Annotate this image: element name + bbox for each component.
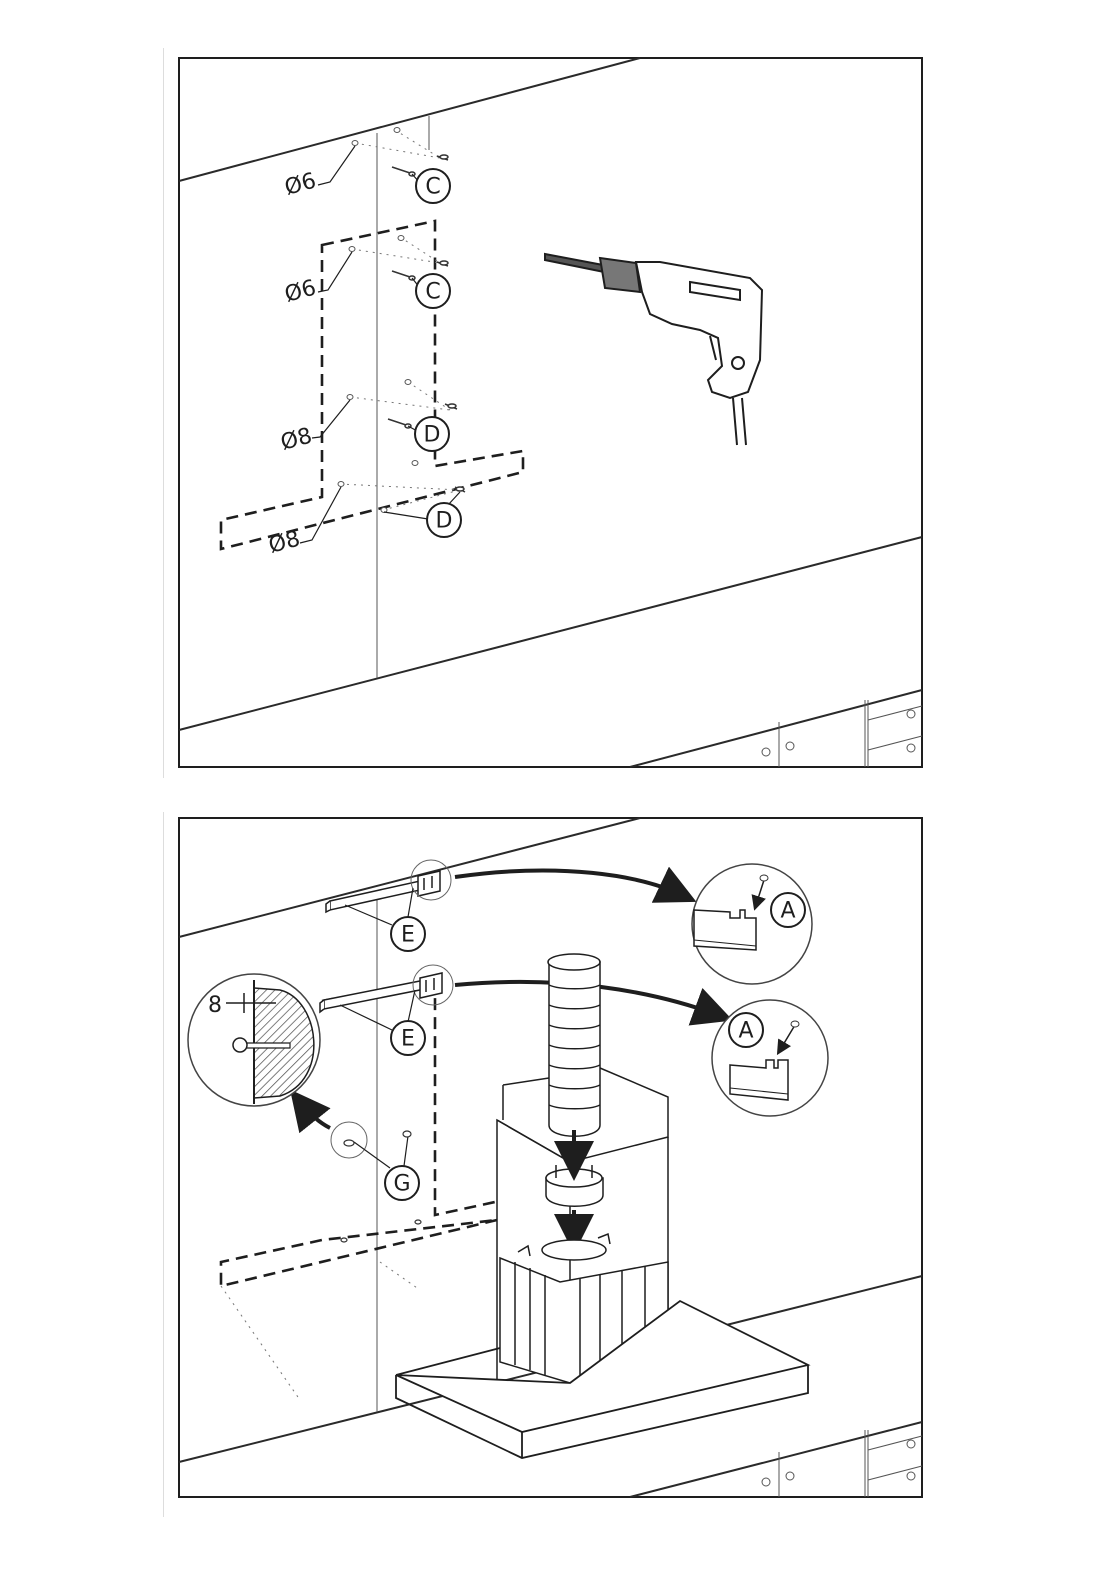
callout-label: E [401,923,415,948]
zoom-marker-screw [331,1122,367,1158]
duct-pipe [548,954,600,1136]
callout-label: C [425,280,440,305]
zoom-marker-upper [411,860,451,900]
chimney-cover [497,1068,668,1383]
screws-g [341,1131,421,1242]
bracket-upper [326,871,440,912]
worktop-front-line [630,1422,922,1497]
hood-canopy [396,1301,808,1458]
callout-label: D [436,509,453,534]
zoom-marker-lower [413,965,453,1005]
base-cabinets [762,1430,922,1497]
duct-flange [546,1165,603,1206]
detail-arrow-lower [455,982,718,1015]
panel-wall-drilling: C C D D Ø6 Ø6 Ø8 Ø8 [0,0,1119,790]
callout-g: G [385,1166,419,1200]
callout-label: D [424,423,441,448]
detail-arrow-upper [455,870,682,895]
callout-e-2: E [391,1021,425,1055]
panel-frame [179,818,922,1497]
ceiling-line [179,818,640,937]
motor-housing [500,1234,668,1383]
detail-bracket-lower: A [712,1000,828,1116]
page-margin-rule-bottom [163,812,164,1517]
callout-c-1: C [416,169,450,203]
worktop-line [179,1276,922,1462]
callout-label: C [425,175,440,200]
callout-c-2: C [416,274,450,308]
callout-label: E [401,1027,415,1052]
callout-d-2: D [427,503,461,537]
callout-e-1: E [391,917,425,951]
panel-frame [179,58,922,767]
callout-d-1: D [415,417,449,451]
gap-label: 8 [208,993,222,1018]
mounting-template-outline [221,980,497,1286]
bracket-lower [320,973,442,1012]
callout-label: G [393,1172,410,1197]
detail-arrow-left [300,1102,330,1128]
detail-bracket-upper: A [692,864,812,984]
callout-label: A [738,1019,753,1044]
detail-wall-plug: 8 [188,974,320,1106]
callout-label: A [780,899,795,924]
